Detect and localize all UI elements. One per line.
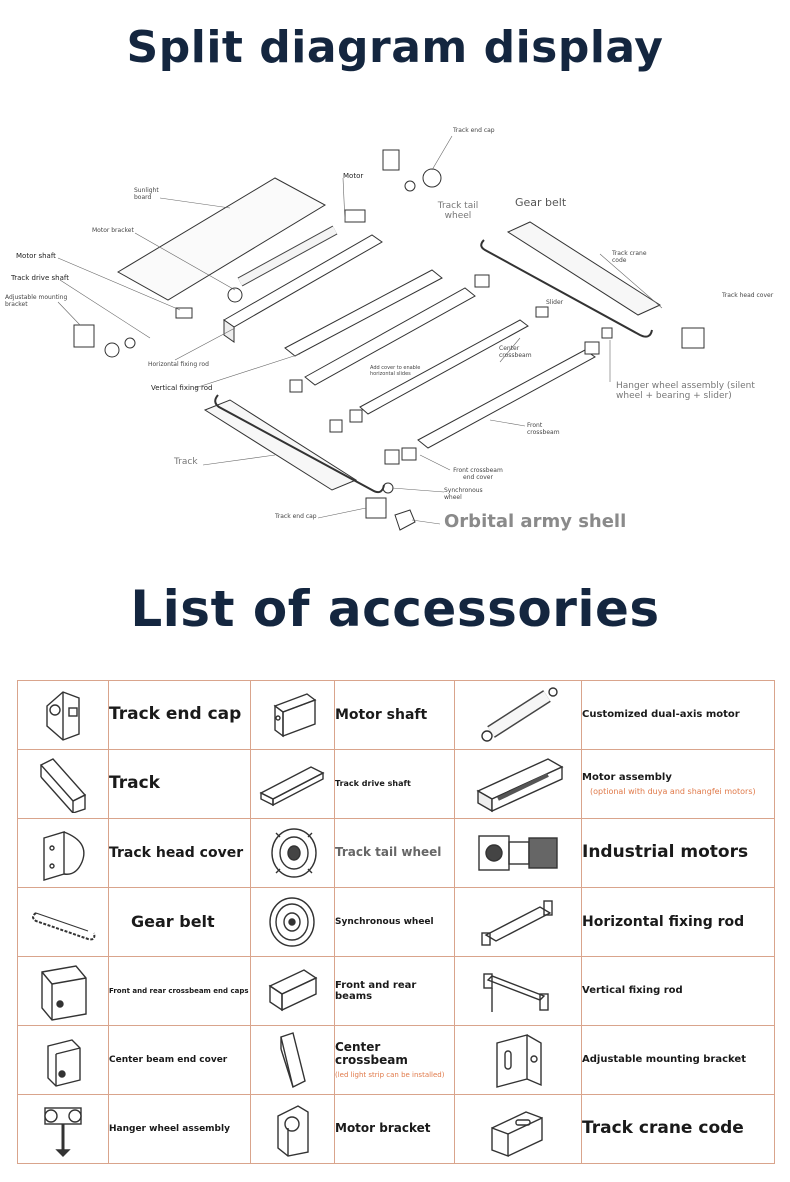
label-motor-bracket: Motor bracket: [92, 227, 134, 234]
table-row: Track head cover Track tail wheel Indust…: [17, 818, 775, 888]
table-row: Hanger wheel assembly Motor bracket Trac…: [17, 1094, 775, 1164]
label-motor: Motor: [343, 172, 364, 180]
label-hanger-wheel-assembly: Hanger wheel assembly (silent wheel + be…: [616, 381, 755, 402]
track-crane-code-icon: [491, 1111, 543, 1158]
accessory-label: Industrial motors: [581, 818, 775, 888]
adjustable-bracket-icon: [496, 1034, 542, 1088]
accessory-label: Adjustable mounting bracket: [581, 1025, 775, 1095]
center-crossbeam-icon: [279, 1032, 306, 1089]
accessory-label: Vertical fixing rod: [581, 956, 775, 1026]
accessory-label: Synchronous wheel: [334, 887, 455, 957]
label-track-end-cap-bottom: Track end cap: [275, 513, 317, 520]
motor-bracket-icon: [276, 1105, 309, 1157]
label-vertical-fixing-rod: Vertical fixing rod: [151, 384, 213, 392]
accessory-note: (optional with duya and shangfei motors): [590, 786, 756, 796]
accessory-label: Center beam end cover: [108, 1025, 251, 1095]
label-track-end-cap-top: Track end cap: [453, 127, 495, 134]
accessory-label: Motor bracket: [334, 1094, 455, 1164]
label-track-drive-shaft: Track drive shaft: [11, 274, 69, 282]
synchronous-wheel-icon: [268, 897, 315, 947]
track-tail-wheel-icon: [270, 828, 317, 878]
table-row: Gear belt Synchronous wheel Horizontal f…: [17, 887, 775, 957]
label-track-tail-wheel: Track tail wheel: [437, 201, 479, 222]
exploded-diagram: [57, 135, 705, 531]
accessory-label: Motor shaft: [334, 680, 455, 750]
table-row: Center beam end cover Center crossbeam (l…: [17, 1025, 775, 1095]
vertical-fixing-rod-icon: [483, 973, 549, 1012]
label-motor-shaft: Motor shaft: [16, 252, 56, 260]
accessories-table: Track end cap Motor shaft Customized dua…: [17, 680, 775, 1164]
accessory-label: Track crane code: [581, 1094, 775, 1164]
track-head-cover-icon: [43, 831, 85, 881]
label-track-head-cover: Track head cover: [722, 292, 774, 299]
label-center-crossbeam: Center crossbeam: [499, 345, 532, 359]
industrial-motor-icon: [478, 835, 558, 871]
accessory-label: Front and rear crossbeam end caps: [108, 956, 251, 1026]
label-track-crane-code: Track crane code: [612, 250, 647, 264]
gear-belt-icon: [32, 912, 96, 941]
label-sunlight-board: Sunlight board: [134, 187, 159, 201]
table-row: Track end cap Motor shaft Customized dua…: [17, 680, 775, 750]
accessory-label: Gear belt: [108, 887, 251, 957]
beams-icon: [268, 969, 317, 1012]
hanger-wheel-icon: [44, 1107, 82, 1157]
split-diagram-title: Split diagram display: [126, 22, 664, 73]
accessory-label: Horizontal fixing rod: [581, 887, 775, 957]
label-horizontal-fixing-rod: Horizontal fixing rod: [148, 361, 209, 368]
label-front-crossbeam: Front crossbeam: [527, 422, 560, 436]
table-row: Track Track drive shaft Motor assembly (o…: [17, 749, 775, 819]
track-icon: [39, 758, 87, 813]
motor-shaft-icon: [273, 693, 316, 738]
crossbeam-end-cap-icon: [41, 965, 87, 1021]
accessory-label: Track: [108, 749, 251, 819]
horizontal-fixing-rod-icon: [481, 900, 553, 946]
label-track: Track: [174, 457, 198, 467]
table-row: Front and rear crossbeam end caps Front …: [17, 956, 775, 1026]
track-drive-shaft-icon: [258, 766, 325, 807]
label-front-crossbeam-end-cover: Front crossbeam end cover: [453, 467, 503, 481]
accessory-label: Hanger wheel assembly: [108, 1094, 251, 1164]
accessory-label: Track drive shaft: [334, 749, 455, 819]
label-orbital-army-shell: Orbital army shell: [444, 511, 627, 532]
dual-axis-motor-icon: [481, 687, 558, 742]
accessories-title: List of accessories: [130, 580, 660, 638]
accessory-label: Motor assembly: [582, 772, 672, 784]
label-gear-belt: Gear belt: [515, 196, 567, 209]
label-led-note: Add cover to enable horizontal slides: [370, 365, 421, 377]
accessory-label: Track end cap: [108, 680, 251, 750]
accessory-label: Center crossbeam: [335, 1039, 408, 1068]
label-synchronous-wheel: Synchronous wheel: [444, 487, 483, 501]
accessory-note: (led light strip can be installed): [335, 1071, 445, 1080]
accessory-label: Track head cover: [108, 818, 251, 888]
label-adjustable-mounting-bracket: Adjustable mounting bracket: [5, 294, 68, 308]
accessory-label: Track tail wheel: [334, 818, 455, 888]
track-end-cap-icon: [46, 691, 80, 741]
motor-assembly-icon: [476, 758, 564, 813]
label-slider: Slider: [546, 299, 564, 306]
accessory-label: Customized dual-axis motor: [581, 680, 775, 750]
accessory-label: Front and rear beams: [334, 956, 455, 1026]
center-beam-end-cover-icon: [47, 1039, 81, 1087]
